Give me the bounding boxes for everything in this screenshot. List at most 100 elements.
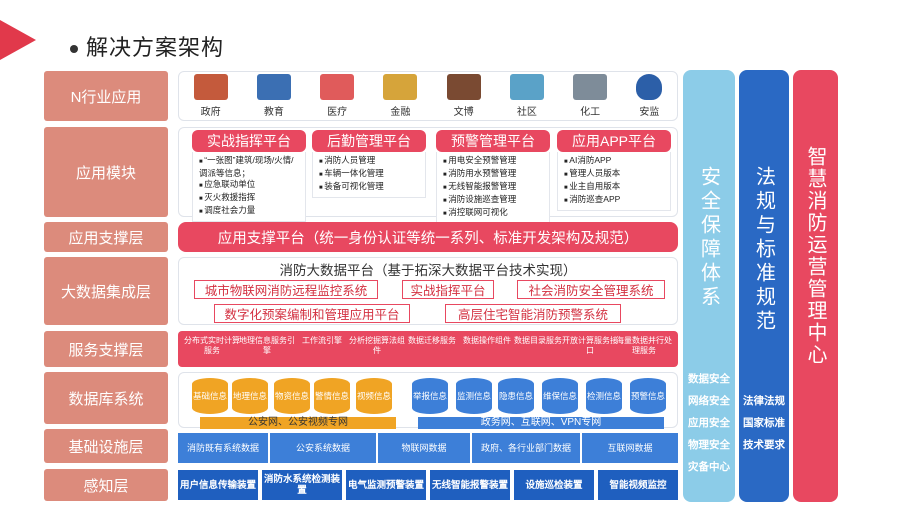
standards-item: 国家标准 (743, 417, 785, 429)
standards-column: 法规与标准规范 法律法规 国家标准 技术要求 (739, 70, 789, 502)
database-cylinder: 隐患信息 (498, 378, 534, 414)
standards-item: 技术要求 (743, 439, 785, 451)
bigdata-item: 实战指挥平台 (402, 280, 494, 299)
app-support-platform: 应用支撑平台（统一身份认证等统一系列、标准开发架构及规范） (178, 222, 678, 252)
security-column: 安全保障体系 数据安全 网络安全 应用安全 物理安全 灾备中心 (683, 70, 735, 502)
industry-label: 化工 (580, 107, 601, 118)
service-item: 工作流引擎 (302, 336, 342, 345)
sensing-item: 智能视频监控 (598, 470, 678, 500)
service-item: 数据目录服务 (514, 336, 562, 345)
bigdata-item: 城市物联网消防远程监控系统 (194, 280, 378, 299)
security-title: 安全保障体系 (697, 166, 720, 310)
layer-sensing: 感知层 (44, 469, 168, 501)
industry-panel: 政府 教育 医疗 金融 文博 社区 化工 安监 (178, 71, 678, 121)
infra-item: 消防既有系统数据 (178, 433, 268, 463)
bigdata-title: 消防大数据平台（基于拓深大数据平台技术实现） (279, 263, 577, 278)
bigdata-item: 社会消防安全管理系统 (517, 280, 665, 299)
hospital-icon (320, 74, 355, 100)
module-item: 业主自用版本 (564, 181, 664, 194)
industry-finance: 金融 (383, 74, 418, 118)
industry-heritage: 文博 (446, 74, 481, 118)
factory-icon (573, 74, 608, 100)
module-list: AI消防APP 管理人员版本 业主自用版本 消防巡查APP (557, 152, 671, 211)
infra-item: 政府、各行业部门数据 (472, 433, 580, 463)
database-cylinder: 地理信息 (232, 378, 268, 414)
service-item: 分析挖掘算法组件 (349, 336, 405, 355)
service-item: 数据迁移服务 (408, 336, 456, 345)
network-left: 公安网、公安视频专网 (200, 417, 396, 429)
network-right: 政务网、互联网、VPN专网 (418, 417, 664, 429)
module-item: 灭火救援指挥 (199, 192, 299, 205)
security-item: 数据安全 (688, 373, 730, 385)
bank-icon (383, 74, 418, 100)
database-cylinder: 预警信息 (630, 378, 666, 414)
module-logistics: 后勤管理平台 消防人员管理 车辆一体化管理 装备可视化管理 (312, 130, 426, 198)
module-item: 调度社会力量 (199, 205, 299, 218)
database-cylinder: 举报信息 (412, 378, 448, 414)
security-item: 灾备中心 (688, 461, 730, 473)
sensing-item: 用户信息传输装置 (178, 470, 258, 500)
ops-column: 智慧消防运营管理中心 (793, 70, 838, 502)
security-items: 数据安全 网络安全 应用安全 物理安全 灾备中心 (688, 368, 730, 478)
infra-item: 物联网数据 (378, 433, 470, 463)
industry-chemical: 化工 (573, 74, 608, 118)
database-cylinder: 检测信息 (586, 378, 622, 414)
security-item: 应用安全 (688, 417, 730, 429)
sensing-item: 设施巡检装置 (514, 470, 594, 500)
module-list: 消防人员管理 车辆一体化管理 装备可视化管理 (312, 152, 426, 198)
industry-safety: 安监 (636, 74, 663, 118)
layer-bigdata: 大数据集成层 (44, 257, 168, 325)
industry-label: 政府 (200, 107, 221, 118)
sensing-item: 无线智能报警装置 (430, 470, 510, 500)
layer-industry: N行业应用 (44, 71, 168, 121)
industry-gov: 政府 (193, 74, 228, 118)
service-item: 海量数据并行处理服务 (616, 336, 672, 355)
module-title: 预警管理平台 (436, 130, 550, 152)
shield-icon (636, 74, 663, 100)
database-cylinder: 警情信息 (314, 378, 350, 414)
module-item: 消防人员管理 (319, 155, 419, 168)
database-cylinder: 基础信息 (192, 378, 228, 414)
bigdata-item: 高层住宅智能消防预警系统 (445, 304, 621, 323)
module-warning: 预警管理平台 用电安全预警管理 消防用水预警管理 无线智能报警管理 消防设施巡查… (436, 130, 550, 224)
community-icon (509, 74, 544, 100)
service-item: 开放计算服务接口 (562, 336, 618, 355)
module-item: “一张图”建筑/现场/火情/调派等信息； (199, 155, 299, 179)
module-app: 应用APP平台 AI消防APP 管理人员版本 业主自用版本 消防巡查APP (557, 130, 671, 211)
infra-item: 公安系统数据 (270, 433, 376, 463)
layer-app-support: 应用支撑层 (44, 222, 168, 252)
service-item: 分布式实时计算服务 (184, 336, 240, 355)
layer-infra: 基础设施层 (44, 429, 168, 463)
corner-accent (0, 20, 36, 60)
industry-label: 金融 (390, 107, 411, 118)
industry-edu: 教育 (256, 74, 291, 118)
module-item: 消防设施巡查管理 (443, 194, 543, 207)
layer-database: 数据库系统 (44, 372, 168, 424)
module-item: 消防巡查APP (564, 194, 664, 207)
layer-modules: 应用模块 (44, 127, 168, 217)
database-cylinder: 维保信息 (542, 378, 578, 414)
service-panel (178, 331, 678, 367)
module-item: 用电安全预警管理 (443, 155, 543, 168)
page-title-text: 解决方案架构 (86, 35, 225, 60)
industry-label: 文博 (453, 107, 474, 118)
module-command: 实战指挥平台 “一张图”建筑/现场/火情/调派等信息； 应急联动单位 灭火救援指… (192, 130, 306, 222)
industry-label: 教育 (263, 107, 284, 118)
security-item: 网络安全 (688, 395, 730, 407)
service-item: 地理信息服务引擎 (239, 336, 295, 355)
industry-label: 安监 (639, 107, 660, 118)
industry-label: 医疗 (327, 107, 348, 118)
module-item: AI消防APP (564, 155, 664, 168)
industry-medical: 医疗 (320, 74, 355, 118)
museum-icon (446, 74, 481, 100)
module-item: 消控联网可视化 (443, 207, 543, 220)
ops-title: 智慧消防运营管理中心 (804, 146, 826, 366)
standards-item: 法律法规 (743, 395, 785, 407)
module-item: 无线智能报警管理 (443, 181, 543, 194)
module-title: 应用APP平台 (557, 130, 671, 152)
infra-item: 互联网数据 (582, 433, 678, 463)
module-item: 消防用水预警管理 (443, 168, 543, 181)
layer-service: 服务支撑层 (44, 331, 168, 367)
sensing-item: 消防水系统检测装置 (262, 470, 342, 500)
database-cylinder: 物资信息 (274, 378, 310, 414)
